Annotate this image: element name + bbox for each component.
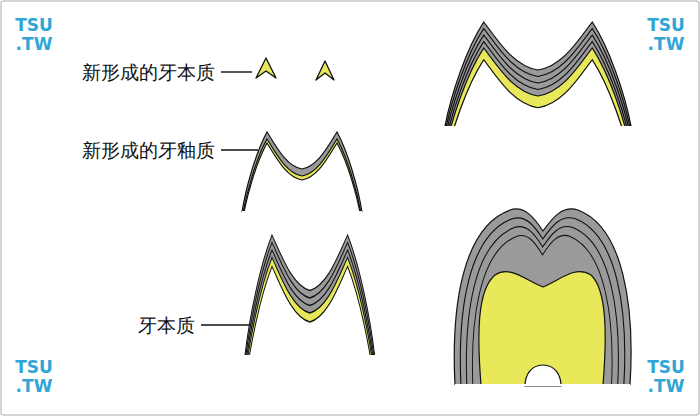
watermark: TSU .TW	[12, 16, 56, 53]
late-cap-stage	[445, 22, 631, 164]
part-label: 新形成的牙本质	[82, 61, 215, 84]
part-label: 新形成的牙釉质	[82, 139, 215, 162]
part-label: 牙本质	[138, 314, 195, 337]
watermark: TSU .TW	[644, 16, 688, 53]
early-cap-stage	[242, 132, 362, 223]
mid-cap-stage	[245, 235, 375, 387]
watermark: TSU .TW	[644, 358, 688, 395]
new-dentin-cone	[256, 58, 334, 80]
crown-stage	[454, 209, 631, 391]
watermark: TSU .TW	[12, 358, 56, 395]
